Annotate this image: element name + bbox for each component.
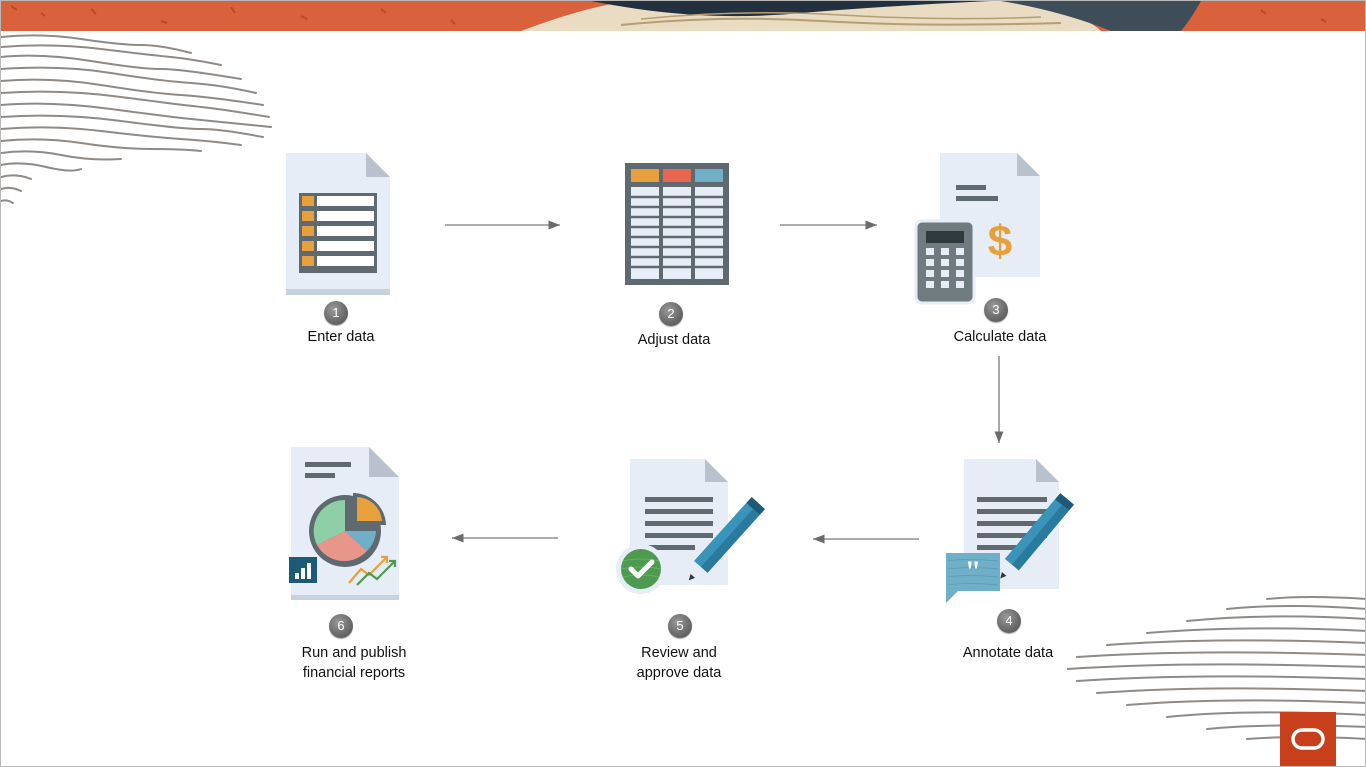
step-number-badge: 4 xyxy=(997,609,1021,633)
step-number-badge: 5 xyxy=(668,614,692,638)
svg-text:$: $ xyxy=(988,217,1012,266)
approved-document-icon xyxy=(615,457,767,597)
step-label-enter-data: Enter data xyxy=(308,327,375,347)
svg-text:": " xyxy=(965,555,982,588)
calculator-invoice-icon: $ xyxy=(914,151,1044,305)
step-number-badge: 1 xyxy=(324,301,348,325)
financial-report-icon xyxy=(287,445,403,603)
oracle-logo xyxy=(1280,712,1336,766)
step-label-run-publish: Run and publish financial reports xyxy=(302,643,407,683)
step-label-annotate-data: Annotate data xyxy=(963,643,1053,663)
step-number-badge: 2 xyxy=(659,302,683,326)
annotate-document-icon: " xyxy=(944,457,1096,603)
step-number-badge: 3 xyxy=(984,298,1008,322)
step-label-calculate-data: Calculate data xyxy=(954,327,1047,347)
spreadsheet-icon xyxy=(625,163,729,287)
step-label-adjust-data: Adjust data xyxy=(638,330,711,350)
data-entry-form-icon xyxy=(284,151,394,297)
step-number-badge: 6 xyxy=(329,614,353,638)
step-label-review-approve: Review and approve data xyxy=(637,643,722,683)
